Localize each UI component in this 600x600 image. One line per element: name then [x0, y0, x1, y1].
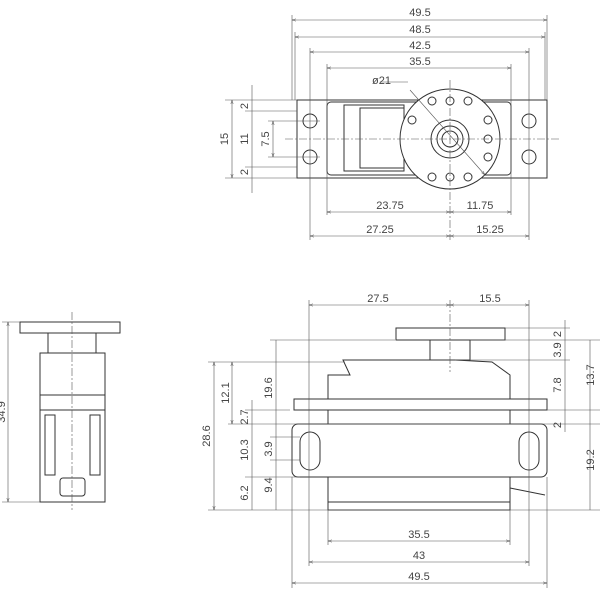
dim-3-9-left: 3.9	[263, 441, 275, 456]
side-view: 34.9	[0, 312, 121, 510]
dim-7-5: 7.5	[260, 131, 272, 146]
dim-12-1: 12.1	[220, 382, 232, 403]
dim-15-25: 15.25	[476, 224, 504, 236]
dim-11-75: 11.75	[467, 200, 494, 212]
dim-2-7: 2.7	[239, 409, 251, 424]
dim-28-6: 28.6	[201, 425, 213, 446]
dim-27-25: 27.25	[366, 224, 394, 236]
dim-34-9: 34.9	[0, 401, 8, 422]
top-view-body	[285, 80, 560, 240]
front-view-dimension-lines	[208, 300, 600, 588]
dim-7-8: 7.8	[552, 377, 564, 392]
top-view: 49.5 48.5 42.5 35.5 ø21 23.75 11.75 27.2…	[219, 7, 560, 240]
dim-15: 15	[219, 133, 231, 145]
dim-23-75: 23.75	[376, 200, 404, 212]
dim-6-2: 6.2	[239, 485, 251, 500]
dim-27-5: 27.5	[367, 293, 388, 305]
dim-10-3: 10.3	[239, 439, 251, 460]
dim-49-5: 49.5	[409, 7, 430, 19]
top-view-dimension-lines	[225, 15, 548, 240]
dim-2-right-top: 2	[552, 331, 564, 337]
dim-35-5: 35.5	[409, 56, 430, 68]
dim-2-top: 2	[239, 103, 251, 109]
dim-13-7: 13.7	[585, 364, 597, 385]
dim-3-9-right: 3.9	[552, 342, 564, 357]
dim-42-5: 42.5	[409, 40, 430, 52]
dim-horn-diameter: ø21	[372, 75, 391, 87]
dim-35-5-bottom: 35.5	[408, 529, 429, 541]
dim-49-5-bottom: 49.5	[408, 571, 429, 583]
dim-19-6: 19.6	[263, 377, 275, 398]
dim-2-bottom: 2	[239, 169, 251, 175]
dim-43: 43	[413, 550, 425, 562]
dim-9-4: 9.4	[263, 477, 275, 492]
dim-11: 11	[239, 133, 251, 144]
dim-48-5: 48.5	[409, 24, 430, 36]
front-view: 27.5 15.5 35.5 43 49.5 28.6 12.1 2.7 10.…	[201, 293, 600, 588]
dim-19-2: 19.2	[585, 449, 597, 470]
dim-2-right: 2	[552, 422, 564, 428]
dim-15-5: 15.5	[479, 293, 500, 305]
